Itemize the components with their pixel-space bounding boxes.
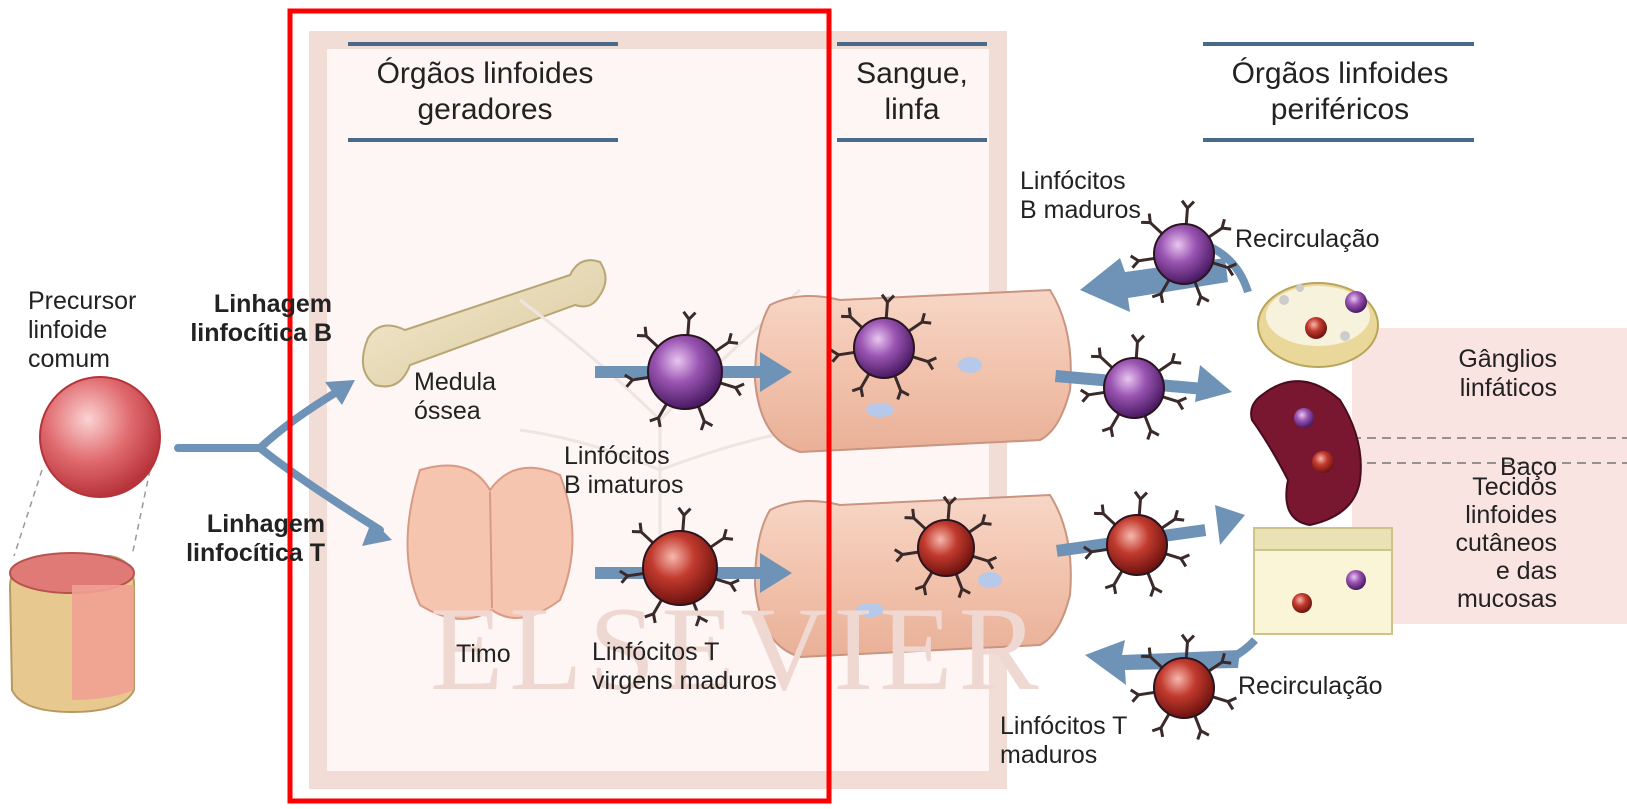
blood-vessel-upper — [755, 290, 1071, 452]
label-lymph-nodes-1: Gânglios — [1380, 345, 1557, 374]
header-peripheral-line-2: periféricos — [1205, 92, 1475, 128]
label-lineage-t: Linhagem linfocítica T — [155, 510, 325, 568]
label-recirculation-top: Recirculação — [1235, 225, 1380, 254]
label-bone-marrow: Medula óssea — [414, 368, 496, 426]
mucosal-tissue-icon — [1254, 528, 1392, 634]
label-lymph-nodes-2: linfáticos — [1380, 374, 1557, 403]
label-thymus: Timo — [456, 640, 511, 669]
label-mucosal-3: cutâneos — [1380, 529, 1557, 557]
precursor-cell-icon — [40, 377, 160, 497]
label-mature-t-1: Linfócitos T — [1000, 712, 1127, 741]
label-mucosal-1: Tecidos — [1380, 473, 1557, 501]
header-generating-line-1: Órgãos linfoides — [355, 56, 615, 92]
label-recirculation-bottom: Recirculação — [1238, 672, 1383, 701]
label-precursor: Precursor linfoide comum — [28, 287, 136, 374]
label-bone-marrow-1: Medula — [414, 368, 496, 397]
header-generating-line-2: geradores — [355, 92, 615, 128]
bone-section-icon — [10, 553, 134, 712]
label-mucosal-tissues: Tecidos linfoides cutâneos e das mucosas — [1380, 473, 1557, 613]
header-generating-organs: Órgãos linfoides geradores — [355, 56, 615, 128]
label-naive-t: Linfócitos T virgens maduros — [592, 638, 777, 696]
label-immature-b: Linfócitos B imaturos — [564, 442, 683, 500]
label-lineage-b-1: Linhagem — [160, 290, 332, 319]
label-mucosal-2: linfoides — [1380, 501, 1557, 529]
label-lineage-t-2: linfocítica T — [155, 539, 325, 568]
label-immature-b-2: B imaturos — [564, 471, 683, 500]
label-lineage-b-2: linfocítica B — [160, 319, 332, 348]
label-lymph-nodes: Gânglios linfáticos — [1380, 345, 1557, 403]
header-blood-line-1: Sangue, — [838, 56, 986, 92]
label-mature-t-2: maduros — [1000, 741, 1127, 770]
header-peripheral-organs: Órgãos linfoides periféricos — [1205, 56, 1475, 128]
mature-t-cell-bottom-icon — [1131, 635, 1237, 740]
lymph-node-icon — [1258, 283, 1378, 367]
label-naive-t-2: virgens maduros — [592, 667, 777, 696]
spleen-icon — [1251, 381, 1361, 525]
label-precursor-2: linfoide — [28, 316, 136, 345]
label-mature-b-1: Linfócitos — [1020, 167, 1141, 196]
label-mucosal-4: e das — [1380, 557, 1557, 585]
header-blood-lymph: Sangue, linfa — [838, 56, 986, 128]
label-precursor-1: Precursor — [28, 287, 136, 316]
label-naive-t-1: Linfócitos T — [592, 638, 777, 667]
zoom-line-1 — [14, 470, 42, 556]
label-lineage-t-1: Linhagem — [155, 510, 325, 539]
label-immature-b-1: Linfócitos — [564, 442, 683, 471]
label-bone-marrow-2: óssea — [414, 397, 496, 426]
label-lineage-b: Linhagem linfocítica B — [160, 290, 332, 348]
label-precursor-3: comum — [28, 345, 136, 374]
label-mature-t: Linfócitos T maduros — [1000, 712, 1127, 770]
label-mucosal-5: mucosas — [1380, 585, 1557, 613]
header-peripheral-line-1: Órgãos linfoides — [1205, 56, 1475, 92]
label-mature-b-2: B maduros — [1020, 196, 1141, 225]
header-blood-line-2: linfa — [838, 92, 986, 128]
label-mature-b: Linfócitos B maduros — [1020, 167, 1141, 225]
